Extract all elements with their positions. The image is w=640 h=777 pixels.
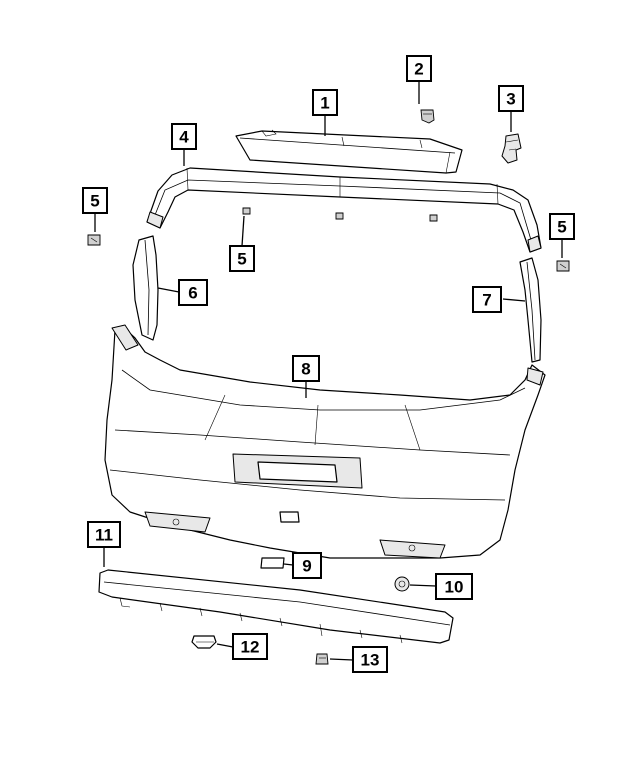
part-5-clip-center xyxy=(242,207,438,222)
part-10-push-fastener xyxy=(394,576,410,592)
leader-10 xyxy=(409,584,437,587)
leader-6 xyxy=(157,287,180,293)
callout-4: 4 xyxy=(171,123,197,150)
callout-6: 6 xyxy=(178,279,208,306)
svg-text:8: 8 xyxy=(301,360,310,379)
part-2-clip xyxy=(420,109,435,124)
leader-12 xyxy=(216,643,234,648)
part-1-upper-trim-panel xyxy=(235,129,463,174)
svg-text:5: 5 xyxy=(557,218,566,237)
svg-text:6: 6 xyxy=(188,284,197,303)
svg-text:9: 9 xyxy=(302,557,311,576)
callout-11: 11 xyxy=(87,521,121,548)
part-5-clip-left xyxy=(87,234,101,246)
callout-9: 9 xyxy=(292,552,322,579)
callout-7: 7 xyxy=(472,286,502,313)
part-4-header-trim xyxy=(146,167,542,253)
svg-text:12: 12 xyxy=(241,638,260,657)
svg-text:4: 4 xyxy=(179,128,189,147)
part-5-clip-right xyxy=(556,260,570,272)
callout-1: 1 xyxy=(312,89,338,116)
svg-text:11: 11 xyxy=(95,526,113,545)
callout-2: 2 xyxy=(406,55,432,82)
callout-3: 3 xyxy=(498,85,524,112)
leader-lines xyxy=(94,82,563,661)
svg-text:10: 10 xyxy=(445,578,464,597)
part-11-scuff-plate xyxy=(98,569,454,644)
callout-10: 10 xyxy=(435,573,473,600)
callout-13: 13 xyxy=(352,646,388,673)
leader-9 xyxy=(283,563,294,566)
svg-text:7: 7 xyxy=(482,291,491,310)
part-13-clip xyxy=(315,653,329,665)
callout-12: 12 xyxy=(232,633,268,660)
part-12-plug xyxy=(191,635,217,649)
leader-5b xyxy=(241,215,245,247)
svg-text:13: 13 xyxy=(361,651,380,670)
part-6-left-pillar-trim xyxy=(132,235,159,341)
svg-text:5: 5 xyxy=(90,192,99,211)
callout-5-right: 5 xyxy=(549,213,575,240)
part-9-pad xyxy=(260,557,285,569)
part-8-liftgate-trim-panel xyxy=(104,324,546,559)
svg-text:2: 2 xyxy=(414,60,423,79)
leader-7 xyxy=(502,298,526,302)
leader-13 xyxy=(329,658,354,661)
svg-text:3: 3 xyxy=(506,90,515,109)
callout-5-center: 5 xyxy=(229,245,255,272)
part-3-bracket xyxy=(501,133,522,164)
part-7-right-pillar-trim xyxy=(519,257,542,363)
callout-8: 8 xyxy=(292,355,320,382)
svg-text:1: 1 xyxy=(320,94,329,113)
callout-5-left: 5 xyxy=(82,187,108,214)
svg-text:5: 5 xyxy=(237,250,246,269)
